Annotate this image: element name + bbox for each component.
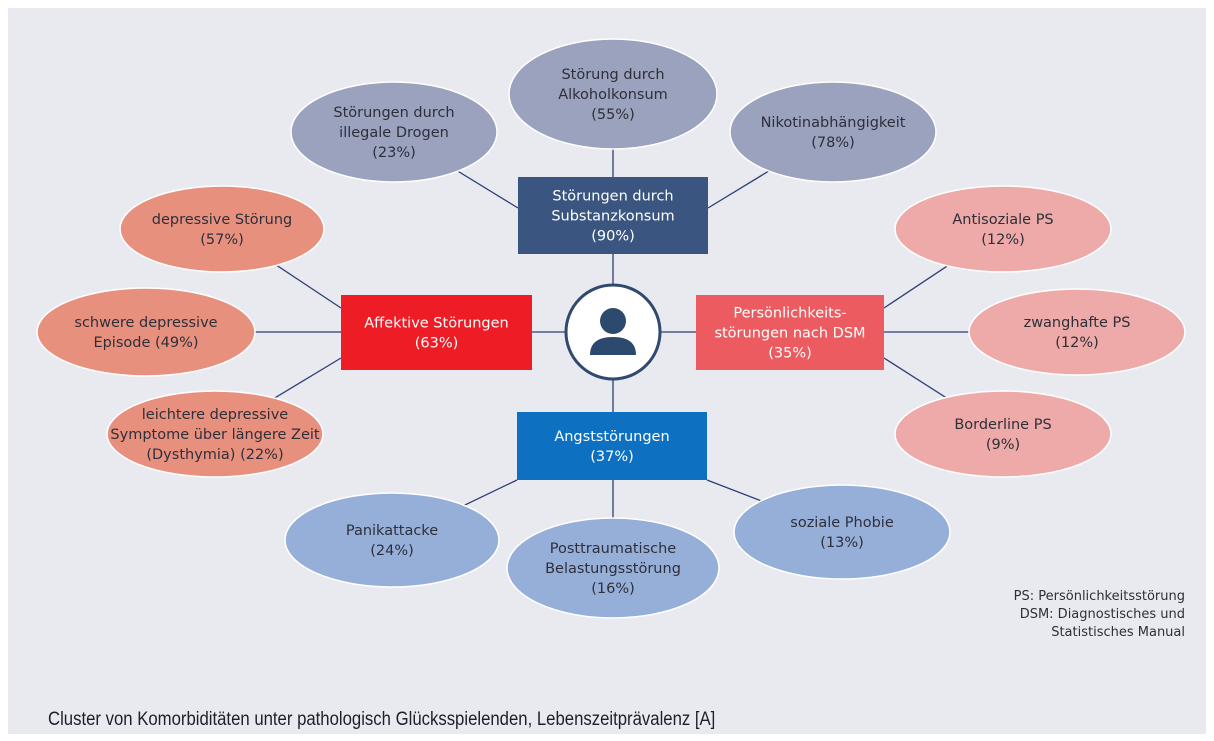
- personality-subnode-1: Antisoziale PS (12%): [894, 185, 1112, 273]
- anxiety-box-label-line-1: Angststörungen: [554, 429, 669, 445]
- legend-line-3: Statistisches Manual: [1051, 625, 1185, 640]
- affective-category-box: Affektive Störungen (63%): [341, 295, 532, 370]
- anxiety-box-label-line-2: (37%): [590, 449, 634, 465]
- anxiety-subnode-3: soziale Phobie (13%): [733, 484, 951, 580]
- personality-box-label-line-2: störungen nach DSM: [714, 326, 865, 342]
- affective-box-rect: [341, 295, 532, 370]
- anxiety-subnode-2-label-line-1: Posttraumatische: [550, 541, 677, 557]
- affective-subnode-ellipse: [106, 390, 324, 478]
- anxiety-subnode-1: Panikattacke (24%): [284, 492, 500, 588]
- substance-subnode-2-label-line-3: (55%): [591, 107, 635, 123]
- personality-subnode-2-label-line-2: (12%): [1055, 335, 1099, 351]
- anxiety-subnode-ellipse: [506, 517, 720, 619]
- substance-subnode-ellipse: [729, 81, 937, 183]
- personality-subnode-3-label-line-2: (9%): [986, 437, 1020, 453]
- affective-box-label-line-2: (63%): [415, 336, 459, 352]
- affective-subnode-1-label-line-1: depressive Störung: [152, 212, 292, 228]
- affective-subnode-3-label-line-3: (Dysthymia) (22%): [146, 447, 283, 463]
- anxiety-subnode-ellipse: [733, 484, 951, 580]
- affective-subnode-2-label-line-1: schwere depressive: [74, 315, 217, 331]
- affective-subnode-2-label-line-2: Episode (49%): [93, 335, 198, 351]
- anxiety-subnode-3-label-line-1: soziale Phobie: [790, 515, 894, 531]
- legend-line-1: PS: Persönlichkeitsstörung: [1014, 589, 1185, 604]
- affective-subnode-ellipse: [119, 185, 325, 273]
- anxiety-category-box: Angststörungen (37%): [517, 412, 707, 480]
- person-icon: [590, 308, 636, 355]
- affective-subnode-3-label-line-2: Symptome über längere Zeit: [110, 427, 319, 443]
- substance-box-label-line-3: (90%): [591, 229, 635, 245]
- substance-box-label-line-2: Substanzkonsum: [551, 209, 674, 225]
- personality-subnode-ellipse: [894, 185, 1112, 273]
- anxiety-subnode-1-label-line-1: Panikattacke: [346, 523, 438, 539]
- substance-subnode-1-label-line-2: illegale Drogen: [339, 125, 449, 141]
- personality-subnode-ellipse: [968, 288, 1186, 376]
- substance-subnode-1-label-line-1: Störungen durch: [333, 105, 454, 121]
- anxiety-subnode-1-label-line-2: (24%): [370, 543, 414, 559]
- substance-subnode-1: Störungen durch illegale Drogen (23%): [290, 81, 498, 183]
- personality-box-rect: [696, 295, 884, 370]
- figure-caption: Cluster von Komorbiditäten unter patholo…: [48, 709, 716, 730]
- personality-subnode-2: zwanghafte PS (12%): [968, 288, 1186, 376]
- anxiety-box-rect: [517, 412, 707, 480]
- personality-subnode-1-label-line-1: Antisoziale PS: [952, 212, 1053, 228]
- legend-line-2: DSM: Diagnostisches und: [1020, 607, 1185, 622]
- personality-subnode-1-label-line-2: (12%): [981, 232, 1025, 248]
- personality-subnode-3: Borderline PS (9%): [894, 390, 1112, 478]
- substance-subnode-ellipse: [290, 81, 498, 183]
- anxiety-subnode-2-label-line-2: Belastungsstörung: [545, 561, 681, 577]
- substance-subnode-3-label-line-2: (78%): [811, 135, 855, 151]
- personality-category-box: Persönlichkeits-störungen nach DSM (35%): [696, 295, 884, 370]
- affective-subnode-3-label-line-1: leichtere depressive: [142, 407, 289, 423]
- substance-subnode-ellipse: [508, 38, 718, 150]
- substance-subnode-2-label-line-1: Störung durch: [561, 67, 664, 83]
- substance-subnode-2-label-line-2: Alkoholkonsum: [558, 87, 668, 103]
- substance-box-rect: [518, 177, 708, 254]
- affective-box-label-line-1: Affektive Störungen: [364, 316, 508, 332]
- substance-subnode-3: Nikotinabhängigkeit (78%): [729, 81, 937, 183]
- personality-box-label-line-3: (35%): [768, 346, 812, 362]
- substance-subnode-1-label-line-3: (23%): [372, 145, 416, 161]
- substance-box-label-line-1: Störungen durch: [552, 189, 673, 205]
- substance-subnode-3-label-line-1: Nikotinabhängigkeit: [761, 115, 906, 131]
- anxiety-subnode-3-label-line-2: (13%): [820, 535, 864, 551]
- personality-box-label-line-1: Persönlichkeits-: [733, 306, 846, 322]
- personality-subnode-ellipse: [894, 390, 1112, 478]
- center-node: [564, 283, 662, 381]
- personality-subnode-2-label-line-1: zwanghafte PS: [1024, 315, 1131, 331]
- anxiety-subnode-2-label-line-3: (16%): [591, 581, 635, 597]
- personality-subnode-3-label-line-1: Borderline PS: [954, 417, 1051, 433]
- affective-subnode-ellipse: [36, 287, 256, 377]
- affective-subnode-1-label-line-2: (57%): [200, 232, 244, 248]
- affective-subnode-1: depressive Störung (57%): [119, 185, 325, 273]
- anxiety-subnode-ellipse: [284, 492, 500, 588]
